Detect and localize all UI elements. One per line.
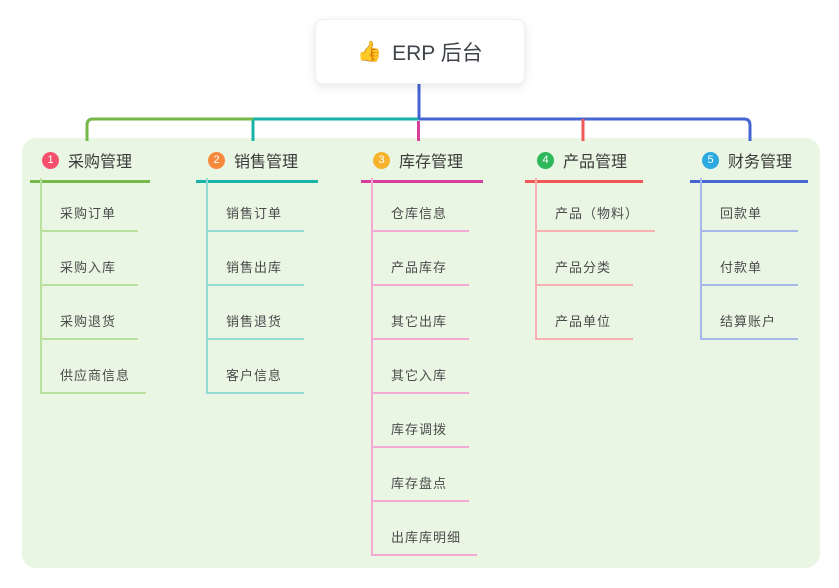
- branch-number-badge: 3: [373, 151, 390, 169]
- branch-number-badge: 4: [537, 151, 554, 169]
- child-node[interactable]: 库存盘点: [373, 448, 469, 502]
- branch-children-sales: 销售订单 销售出库 销售退货 客户信息: [206, 178, 304, 394]
- child-node[interactable]: 采购订单: [42, 178, 138, 232]
- branch-number-badge: 2: [208, 151, 225, 169]
- child-node[interactable]: 其它入库: [373, 340, 469, 394]
- child-node[interactable]: 采购入库: [42, 232, 138, 286]
- child-node[interactable]: 采购退货: [42, 286, 138, 340]
- child-node[interactable]: 产品库存: [373, 232, 469, 286]
- branch-label: 产品管理: [563, 154, 628, 171]
- branch-number-badge: 1: [42, 151, 59, 169]
- branches-background-panel: [22, 138, 820, 568]
- branch-label: 销售管理: [234, 154, 299, 171]
- child-node[interactable]: 仓库信息: [373, 178, 469, 232]
- child-node[interactable]: 结算账户: [702, 286, 798, 340]
- child-node[interactable]: 其它出库: [373, 286, 469, 340]
- branch-header-purchase[interactable]: 1 采购管理: [30, 146, 150, 183]
- branch-header-finance[interactable]: 5 财务管理: [690, 146, 808, 183]
- branch-number-badge: 5: [702, 151, 719, 169]
- branch-children-purchase: 采购订单 采购入库 采购退货 供应商信息: [40, 178, 147, 394]
- child-node[interactable]: 库存调拨: [373, 394, 469, 448]
- branch-label: 财务管理: [728, 154, 793, 171]
- branch-children-finance: 回款单 付款单 结算账户: [700, 178, 798, 340]
- child-node[interactable]: 产品（物料）: [537, 178, 656, 232]
- root-node-erp[interactable]: 👍 ERP 后台: [315, 19, 525, 84]
- thumbs-up-icon: 👍: [357, 40, 383, 63]
- branch-header-sales[interactable]: 2 销售管理: [196, 146, 318, 183]
- child-node[interactable]: 销售订单: [208, 178, 304, 232]
- branch-children-inventory: 仓库信息 产品库存 其它出库 其它入库 库存调拨 库存盘点 出库库明细: [371, 178, 478, 556]
- child-node[interactable]: 供应商信息: [42, 340, 147, 394]
- branch-header-product[interactable]: 4 产品管理: [525, 146, 643, 183]
- child-node[interactable]: 销售出库: [208, 232, 304, 286]
- branch-header-inventory[interactable]: 3 库存管理: [361, 146, 483, 183]
- branch-label: 库存管理: [399, 154, 464, 171]
- child-node[interactable]: 产品分类: [537, 232, 633, 286]
- child-node[interactable]: 客户信息: [208, 340, 304, 394]
- child-node[interactable]: 回款单: [702, 178, 798, 232]
- root-node-label: ERP 后台: [392, 41, 483, 65]
- branch-label: 采购管理: [68, 154, 133, 171]
- child-node[interactable]: 付款单: [702, 232, 798, 286]
- branch-children-product: 产品（物料） 产品分类 产品单位: [535, 178, 656, 340]
- child-node[interactable]: 出库库明细: [373, 502, 478, 556]
- child-node[interactable]: 产品单位: [537, 286, 633, 340]
- child-node[interactable]: 销售退货: [208, 286, 304, 340]
